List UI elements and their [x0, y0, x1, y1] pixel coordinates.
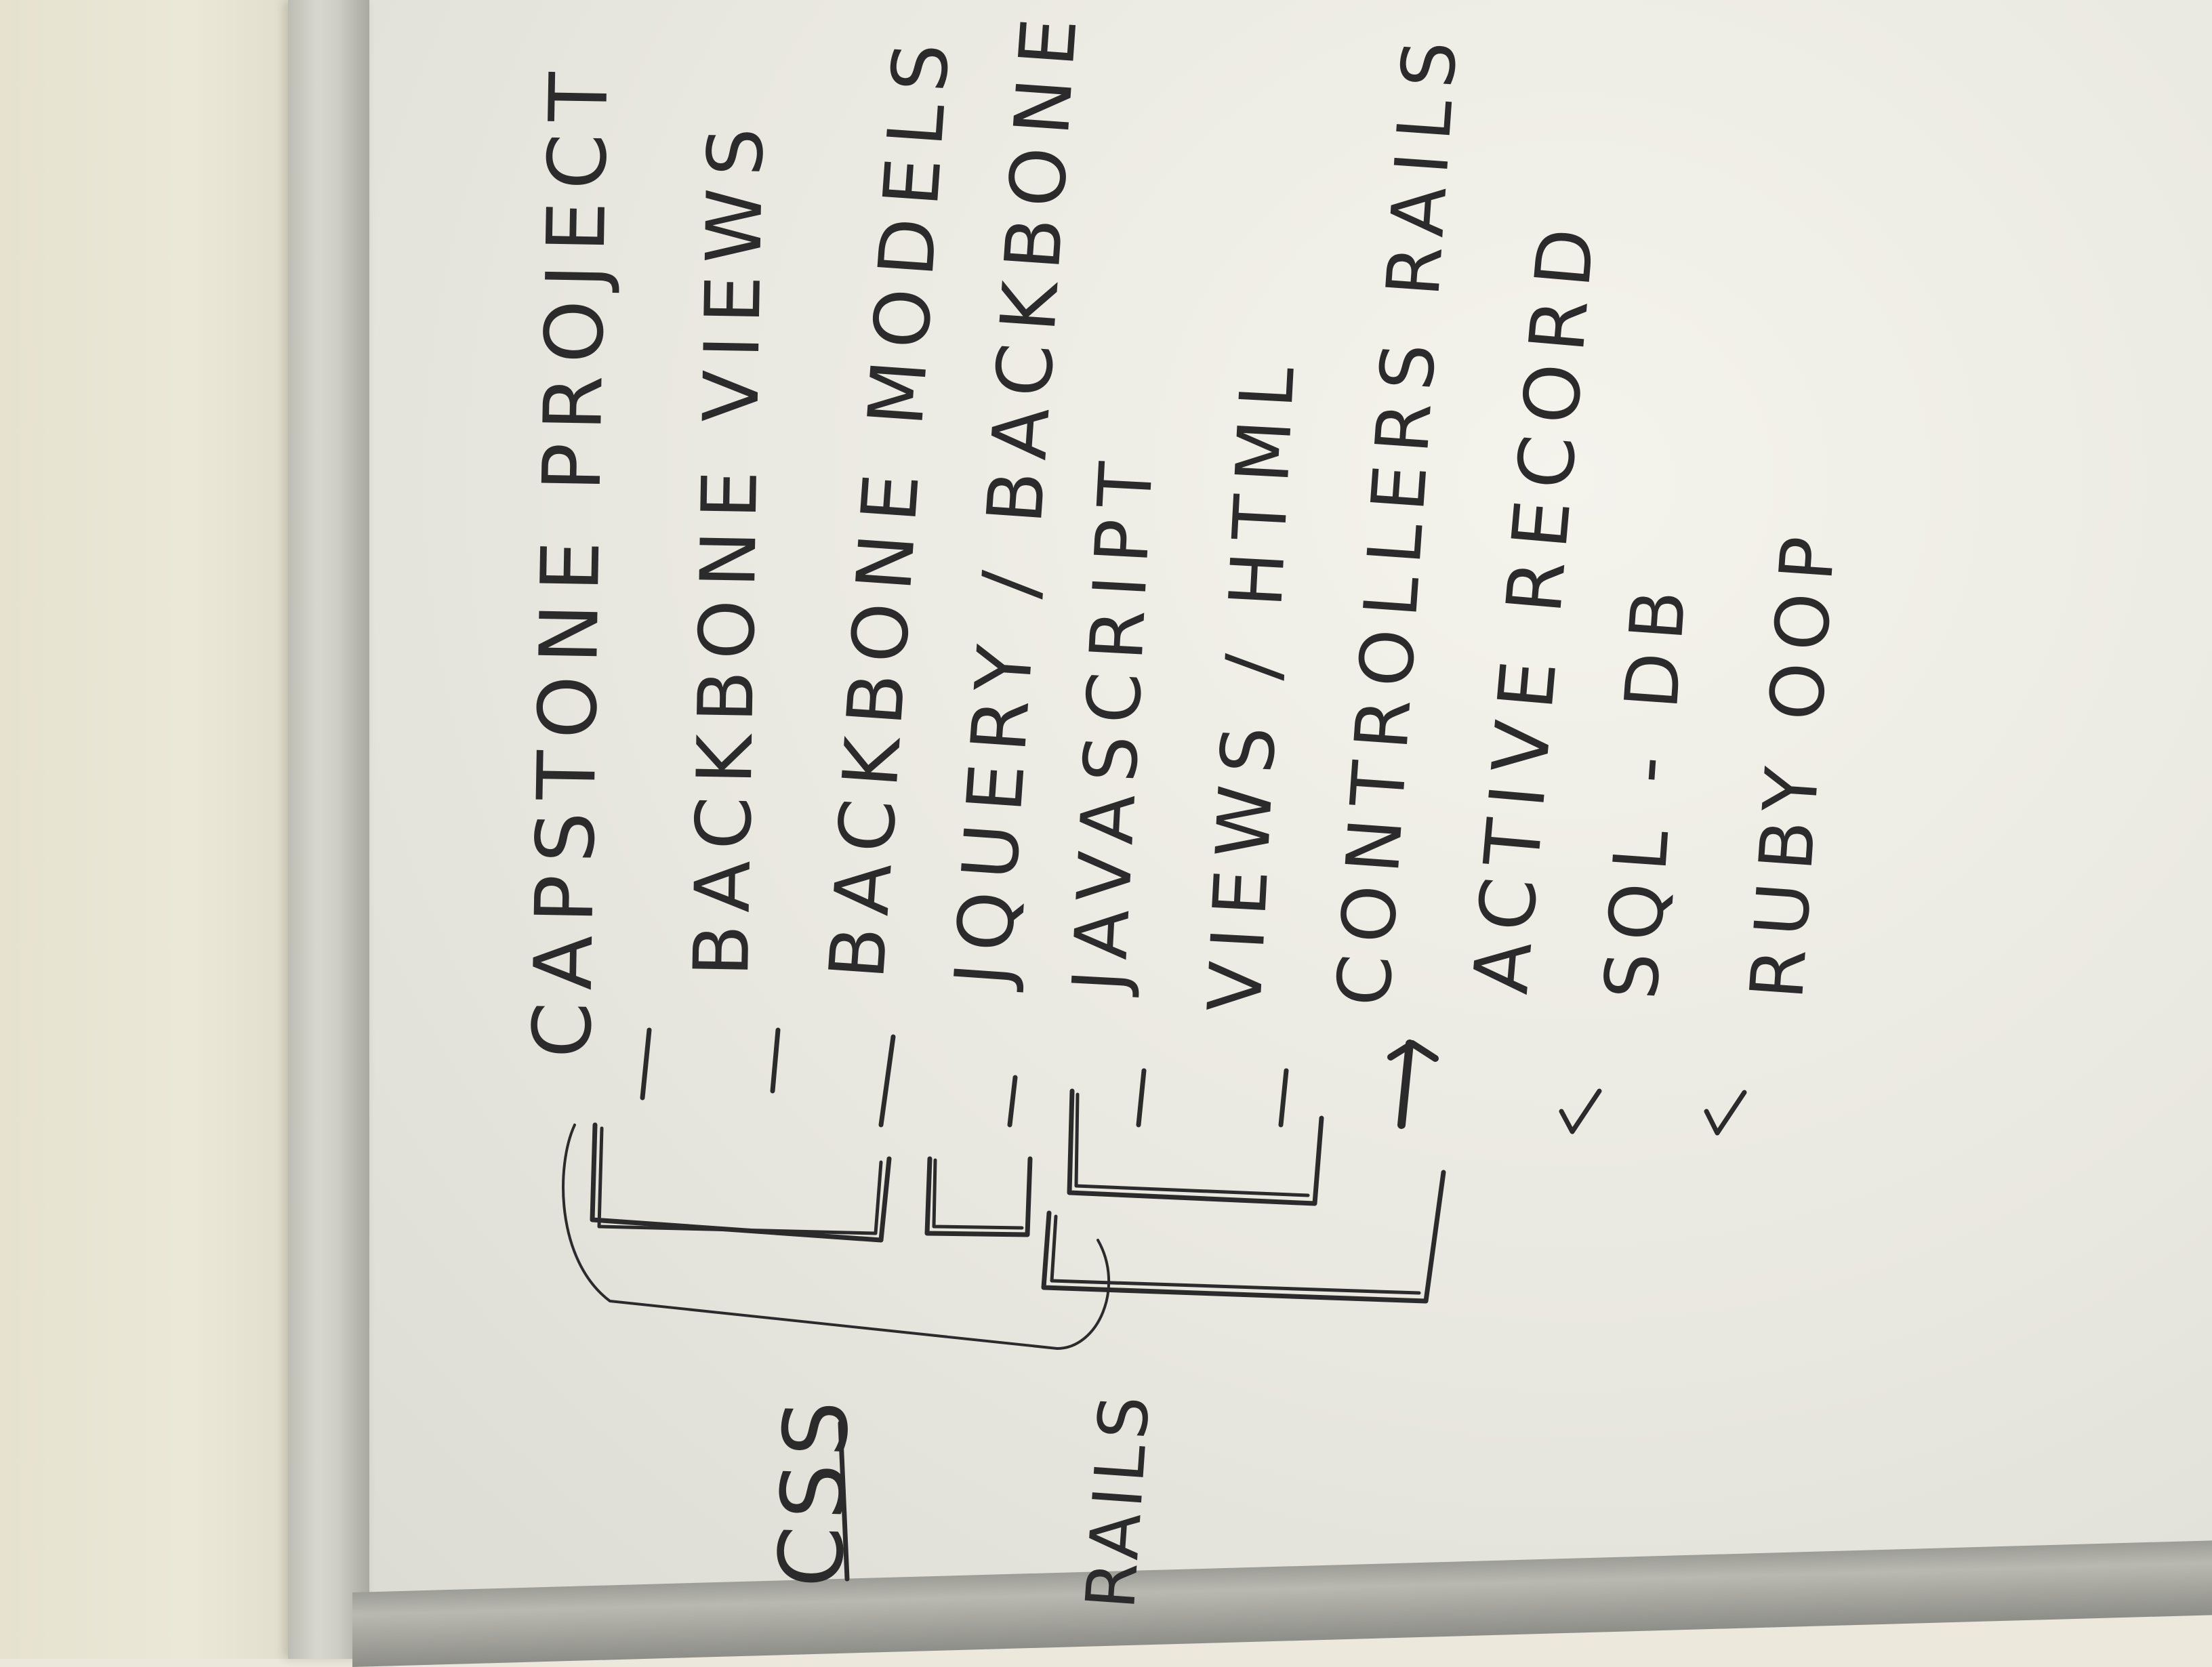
rails-group-label: RAILS	[1071, 1388, 1166, 1612]
dash-5	[1136, 1068, 1147, 1128]
bracket-2	[924, 1156, 1033, 1237]
bracket-3	[1067, 1088, 1324, 1206]
bracket-1	[590, 1122, 892, 1243]
bracket-4	[1041, 1170, 1446, 1304]
check-ruby	[1704, 1090, 1747, 1136]
css-group-label: CSS	[759, 1392, 869, 1590]
page-title: CAPSTONE PROJECT	[515, 59, 626, 1059]
whiteboard	[369, 0, 2212, 1599]
dash-1	[640, 1027, 652, 1100]
arrow-up-icon	[1397, 1040, 1414, 1129]
dash-6	[1278, 1068, 1289, 1128]
css-outer-bracket	[562, 1124, 1110, 1350]
wall	[0, 0, 319, 1659]
check-sql	[1559, 1088, 1602, 1134]
whiteboard-frame-left	[288, 0, 369, 1659]
dash-4	[1007, 1075, 1018, 1128]
dash-3	[878, 1034, 896, 1128]
topic-backbone-views: BACKBONE VIEWS	[678, 115, 781, 978]
css-underline	[838, 1420, 850, 1582]
dash-2	[770, 1027, 781, 1094]
